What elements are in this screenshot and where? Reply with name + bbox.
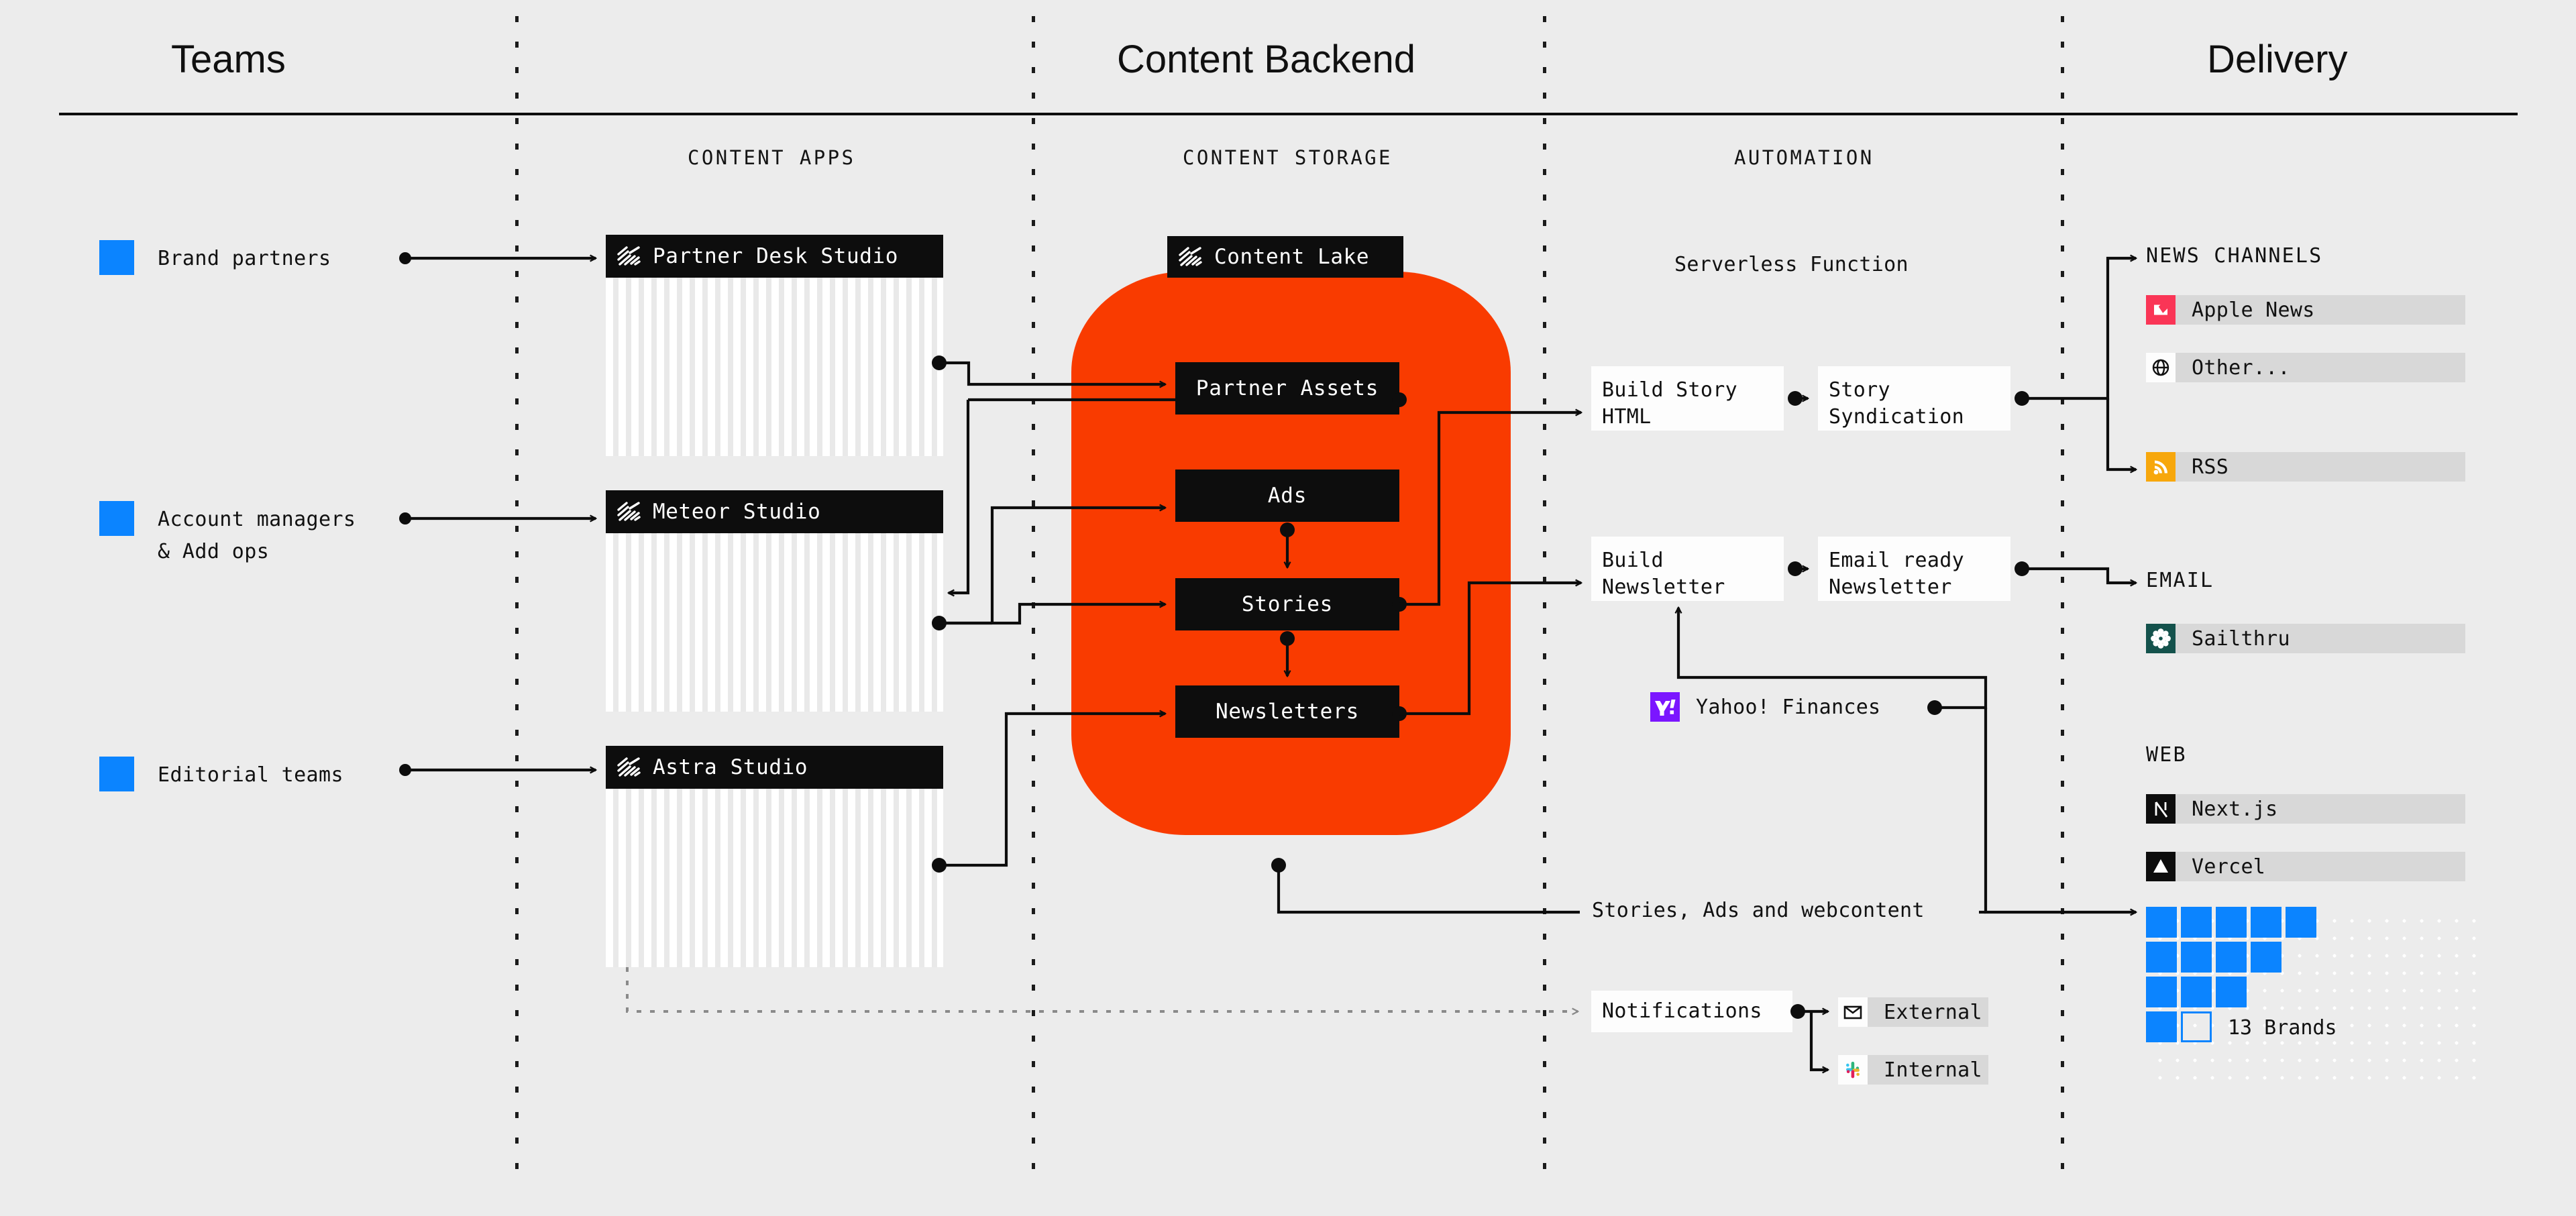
chip-sailthru[interactable]: Sailthru xyxy=(2146,624,2465,653)
divider-storage-automation xyxy=(1543,16,1546,1176)
column-title-teams: Teams xyxy=(171,38,286,81)
webcontent-label: Stories, Ads and webcontent xyxy=(1592,899,1925,922)
card-header: Partner Desk Studio xyxy=(606,235,943,278)
nextjs-icon xyxy=(2146,794,2176,824)
dataset-newsletters[interactable]: Newsletters xyxy=(1175,685,1399,738)
brand-cell xyxy=(2286,907,2316,938)
card-astra-studio[interactable]: Astra Studio xyxy=(606,746,943,967)
brand-cell xyxy=(2181,942,2212,973)
chip-label: Yahoo! Finances xyxy=(1680,692,1881,722)
brand-cell xyxy=(2251,942,2282,973)
chip-other-channel[interactable]: Other... xyxy=(2146,353,2465,382)
brand-cell xyxy=(2251,907,2282,938)
edge-dot xyxy=(1392,392,1407,407)
step-story-syndication[interactable]: Story Syndication xyxy=(1818,366,2010,431)
dataset-partner-assets[interactable]: Partner Assets xyxy=(1175,362,1399,414)
team-swatch-account-managers xyxy=(99,501,134,536)
subhead-content-storage: CONTENT STORAGE xyxy=(1183,146,1393,169)
delivery-heading-news-channels: NEWS CHANNELS xyxy=(2146,244,2323,268)
apple-news-icon xyxy=(2146,295,2176,325)
brand-cell-empty xyxy=(2181,1011,2212,1042)
delivery-heading-web: WEB xyxy=(2146,743,2187,767)
dataset-ads[interactable]: Ads xyxy=(1175,469,1399,522)
chip-label: Internal xyxy=(1868,1055,1988,1085)
envelope-icon xyxy=(1838,997,1868,1027)
card-header: Meteor Studio xyxy=(606,490,943,533)
chip-label: Sailthru xyxy=(2176,624,2465,653)
sanity-scribble-icon xyxy=(617,246,641,266)
card-title: Astra Studio xyxy=(653,755,808,779)
chip-external-notification[interactable]: External xyxy=(1838,997,1988,1027)
brand-cell xyxy=(2146,942,2177,973)
card-partner-desk-studio[interactable]: Partner Desk Studio xyxy=(606,235,943,456)
brand-cell xyxy=(2216,907,2247,938)
delivery-heading-email: EMAIL xyxy=(2146,569,2214,592)
dashed-apps-to-notifications xyxy=(626,967,1578,1011)
subhead-automation: AUTOMATION xyxy=(1734,146,1874,169)
card-body-pattern xyxy=(606,278,943,456)
subhead-content-apps: CONTENT APPS xyxy=(688,146,856,169)
card-title: Partner Desk Studio xyxy=(653,244,899,268)
chip-nextjs[interactable]: Next.js xyxy=(2146,794,2465,824)
chip-label: RSS xyxy=(2176,452,2465,482)
brand-cell xyxy=(2216,942,2247,973)
dataset-stories[interactable]: Stories xyxy=(1175,578,1399,630)
card-header: Astra Studio xyxy=(606,746,943,789)
sanity-scribble-icon xyxy=(617,502,641,521)
serverless-function-label: Serverless Function xyxy=(1674,253,1909,276)
team-label-account-managers: Account managers & Add ops xyxy=(158,508,356,563)
step-email-ready-newsletter[interactable]: Email ready Newsletter xyxy=(1818,537,2010,601)
card-body-pattern xyxy=(606,533,943,712)
slack-icon xyxy=(1838,1055,1868,1085)
globe-icon xyxy=(2146,353,2176,382)
column-title-delivery: Delivery xyxy=(2207,38,2348,81)
chip-label: External xyxy=(1868,997,1988,1027)
team-swatch-editorial-teams xyxy=(99,757,134,791)
chip-label: Next.js xyxy=(2176,794,2465,824)
card-meteor-studio[interactable]: Meteor Studio xyxy=(606,490,943,712)
chip-label: Vercel xyxy=(2176,852,2465,881)
content-lake-title: Content Lake xyxy=(1214,245,1370,269)
brand-cell xyxy=(2181,907,2212,938)
sailthru-icon xyxy=(2146,624,2176,653)
chip-label: Other... xyxy=(2176,353,2465,382)
chip-yahoo-finances[interactable]: Yahoo! Finances xyxy=(1650,692,1881,722)
brand-cell xyxy=(2146,1011,2177,1042)
chip-label: Apple News xyxy=(2176,295,2465,325)
divider-apps-storage xyxy=(1032,16,1035,1176)
notifications-box[interactable]: Notifications xyxy=(1591,991,1792,1032)
team-swatch-brand-partners xyxy=(99,240,134,275)
column-title-content-backend: Content Backend xyxy=(1117,38,1415,81)
yahoo-icon xyxy=(1650,692,1680,722)
divider-automation-delivery xyxy=(2061,16,2064,1176)
brands-count-label: 13 Brands xyxy=(2228,1016,2337,1040)
chip-apple-news[interactable]: Apple News xyxy=(2146,295,2465,325)
header-divider xyxy=(59,113,2518,115)
team-label-editorial-teams: Editorial teams xyxy=(158,763,343,787)
chip-internal-notification[interactable]: Internal xyxy=(1838,1055,1988,1085)
chip-rss[interactable]: RSS xyxy=(2146,452,2465,482)
brand-cell xyxy=(2146,977,2177,1007)
content-lake-header: Content Lake xyxy=(1167,236,1403,278)
step-build-newsletter[interactable]: Build Newsletter xyxy=(1591,537,1784,601)
card-body-pattern xyxy=(606,789,943,967)
brand-cell xyxy=(2146,907,2177,938)
brand-cell xyxy=(2181,977,2212,1007)
rss-icon xyxy=(2146,452,2176,482)
vercel-icon xyxy=(2146,852,2176,881)
sanity-scribble-icon xyxy=(1179,247,1202,266)
brands-grid: 13 Brands xyxy=(2146,907,2488,1091)
sanity-scribble-icon xyxy=(617,757,641,777)
chip-vercel[interactable]: Vercel xyxy=(2146,852,2465,881)
step-build-story-html[interactable]: Build Story HTML xyxy=(1591,366,1784,431)
divider-teams-apps xyxy=(515,16,519,1176)
team-label-brand-partners: Brand partners xyxy=(158,247,331,270)
brand-cell xyxy=(2216,977,2247,1007)
card-title: Meteor Studio xyxy=(653,500,821,524)
